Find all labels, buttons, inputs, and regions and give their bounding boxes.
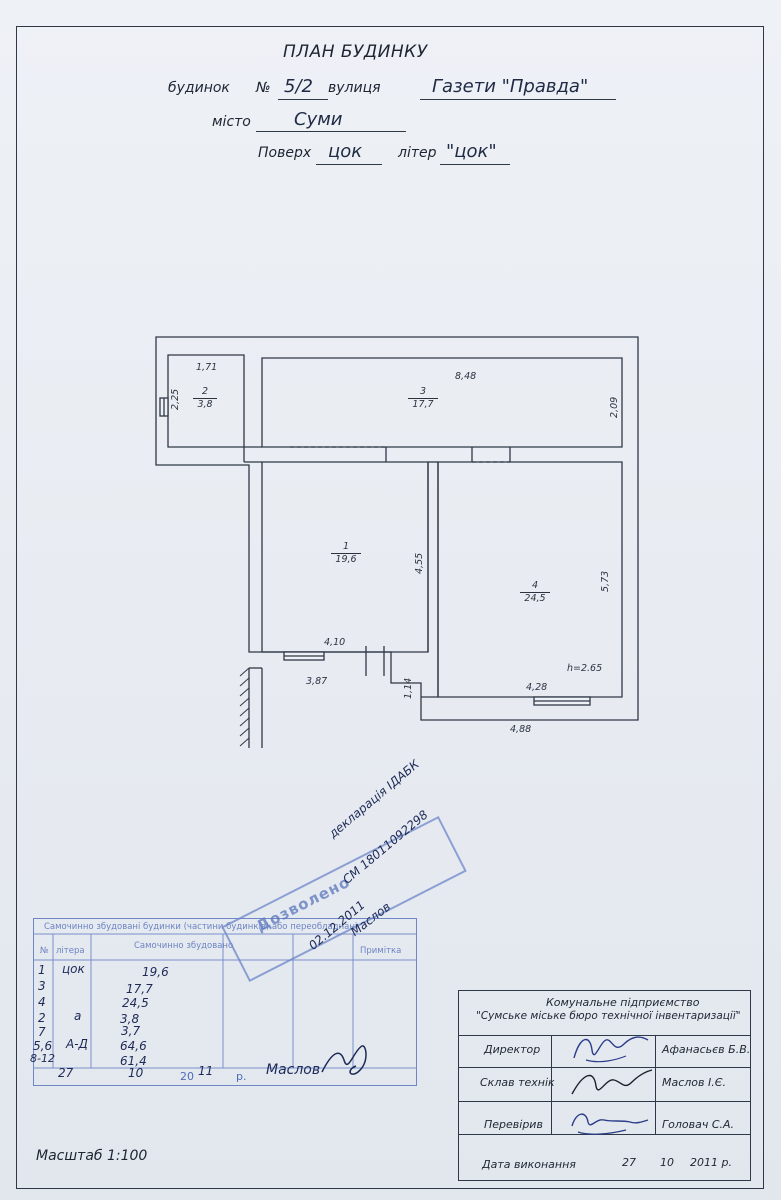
room-number: 3 [419,386,427,397]
stamp-col-letter: літера [56,946,85,956]
role-technician: Склав технік [480,1076,555,1089]
stamp-col-note: Примітка [360,946,402,956]
room-area: 19,6 [331,553,361,566]
dim-room2-depth: 2,25 [170,388,181,410]
scale-label: Масштаб 1:100 [36,1148,148,1164]
dim-outer-width: 4,88 [510,724,532,735]
row-area: 17,7 [126,982,153,996]
room-1-label: 1 19,6 [331,541,361,566]
stamp-date-month: 10 [128,1066,144,1080]
row-no: 8-12 [30,1052,55,1065]
street-name: Газети "Правда" [432,76,589,97]
dim-room2-width: 1,71 [196,362,218,373]
checker-signature [571,1113,649,1135]
floor-underline [316,164,382,165]
row-no: 5,6 [33,1039,53,1053]
title-block [458,990,751,1181]
stamp-date-year: 11 [198,1064,214,1078]
dim-room4-width: 4,28 [526,682,548,693]
role-checker: Перевірив [484,1118,543,1131]
completion-date-month: 10 [660,1156,674,1169]
drawing-frame [16,26,764,1189]
dim-room3-width: 8,48 [455,371,477,382]
row-area: 64,6 [120,1039,147,1053]
dim-room1-depth: 4,55 [414,552,425,574]
letter-value: "цок" [446,141,497,162]
row-no: 3 [38,979,46,993]
room-number: 4 [531,580,539,591]
letter-underline [440,164,510,165]
row-no: 4 [38,995,46,1009]
row-no: 7 [38,1025,46,1039]
page-title: ПЛАН БУДИНКУ [283,42,428,62]
org-name-line2: "Сумське міське бюро технічної інвентари… [476,1010,741,1022]
street-label: вулиця [328,80,381,96]
room-4-label: 4 24,5 [520,580,550,605]
director-signature [573,1036,649,1063]
row-no: 2 [38,1011,46,1025]
stamp-date-suffix: р. [236,1070,247,1083]
name-checker: Головач С.А. [662,1118,735,1131]
house-number: 5/2 [284,76,313,97]
stamp-col-no: № [40,946,49,956]
dim-room1-width: 4,10 [324,637,346,648]
technician-signature [571,1069,653,1095]
room-area: 3,8 [193,398,217,411]
room-number: 1 [342,541,350,552]
room-3-label: 3 17,7 [408,386,438,411]
ceiling-height: h=2.65 [567,663,603,674]
name-director: Афанасьєв Б.В. [662,1043,751,1056]
stamp-table-title: Самочинно збудовані будинки (частини буд… [44,922,358,932]
org-name-line1: Комунальне підприємство [546,996,700,1009]
row-area: 61,4 [120,1054,147,1068]
row-letter: цок [62,962,85,976]
city-name: Суми [294,109,343,130]
city-underline [256,131,406,132]
floor-label: Поверх [258,145,312,161]
street-underline [420,99,616,100]
row-area: 3,8 [120,1012,140,1026]
room-3-outline [261,357,623,448]
house-label: будинок [168,80,230,96]
row-area: 3,7 [121,1024,141,1038]
row-letter: а [74,1009,82,1023]
row-area: 24,5 [122,996,149,1010]
unauthorized-construction-stamp: Самочинно збудовані будинки (частини буд… [33,918,417,1086]
completion-date-day: 27 [622,1156,636,1169]
row-letter: А-Д [66,1037,88,1051]
dim-room4-depth: 5,73 [600,570,611,592]
house-number-underline [278,99,328,100]
stamp-signer: Маслов [266,1062,321,1078]
row-no: 1 [38,963,46,977]
letter-label: літер [398,145,437,161]
row-area: 19,6 [142,965,169,979]
room-area: 24,5 [520,592,550,605]
stamp-date-year-prefix: 20 [180,1070,194,1083]
dim-room3-depth: 2,09 [609,396,620,418]
dim-front-width: 3,87 [306,676,328,687]
completion-date-label: Дата виконання [482,1158,576,1171]
stamp-date-day: 27 [58,1066,74,1080]
room-2-label: 2 3,8 [193,386,217,411]
outer-wall [155,336,639,721]
floor-value: цок [328,141,363,162]
room-number: 2 [201,386,209,397]
role-director: Директор [484,1043,541,1056]
stamp-signature [321,1045,367,1075]
dim-step: 1,14 [403,677,414,699]
room-area: 17,7 [408,398,438,411]
city-label: місто [212,114,251,130]
name-technician: Маслов І.Є. [662,1076,726,1089]
stamp-col-area: Самочинно збудовано [134,941,234,951]
completion-date-year: 2011 р. [690,1156,732,1169]
house-no-label: № [256,80,271,96]
